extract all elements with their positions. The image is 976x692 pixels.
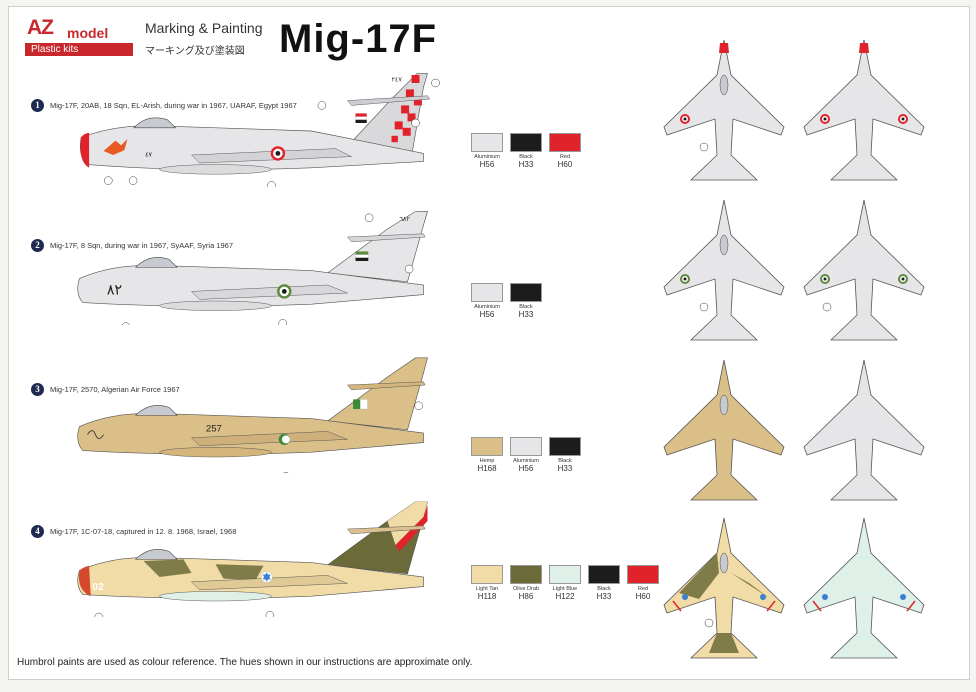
scheme-4-bottom-view — [803, 517, 925, 659]
scheme-3-side-view: 257 — [77, 357, 428, 473]
scheme-number-badge: 4 — [31, 525, 44, 538]
scheme-description: Mig-17F, 1C-07-18, captured in 12. 8. 19… — [50, 527, 237, 536]
instruction-sheet: AZ model Plastic kits Marking & Painting… — [8, 6, 970, 680]
paint-swatch: Aluminium H56 — [469, 283, 505, 319]
model-name: Mig-17F — [279, 17, 438, 61]
sheet-title: Marking & Painting — [145, 20, 263, 36]
scheme-2-paint-swatches: Aluminium H56 Black H33 — [469, 283, 547, 319]
tail-code: ٢٤٧ — [392, 76, 403, 83]
paint-swatch: Light Blue H122 — [547, 565, 583, 601]
paint-swatch: Hemp H168 — [469, 437, 505, 473]
scheme-2-bottom-view — [803, 199, 925, 341]
paint-swatch: Aluminium H56 — [508, 437, 544, 473]
logo-subtitle: Plastic kits — [25, 43, 133, 56]
scheme-description: Mig-17F, 2570, Algerian Air Force 1967 — [50, 385, 180, 394]
scheme-4-label: 4 Mig-17F, 1C-07-18, captured in 12. 8. … — [31, 525, 236, 538]
scheme-3-top-view — [663, 359, 785, 501]
paint-swatch: Light Tan H118 — [469, 565, 505, 601]
az-model-logo: AZ model Plastic kits — [23, 16, 137, 59]
scheme-3-bottom-view — [803, 359, 925, 501]
logo-az: AZ — [27, 16, 54, 39]
scheme-number-badge: 1 — [31, 99, 44, 112]
scheme-description: Mig-17F, 8 Sqn, during war in 1967, SyAA… — [50, 241, 234, 250]
red-checker-rudder — [391, 75, 422, 143]
tail-code: ٦٨٢ — [400, 216, 410, 223]
paint-swatch: Red H60 — [625, 565, 661, 601]
scheme-4-top-view — [663, 517, 785, 659]
scheme-3-label: 3 Mig-17F, 2570, Algerian Air Force 1967 — [31, 383, 180, 396]
scheme-4-side-view: 02 — [77, 501, 428, 617]
nose-code: 02 — [92, 582, 104, 593]
scheme-2-side-view: ٦٨٢ ٨٢ — [77, 211, 428, 325]
paint-swatch: Black H33 — [547, 437, 583, 473]
paint-swatch: Black H33 — [508, 133, 544, 169]
nose-code: ٤٧ — [145, 152, 152, 159]
scheme-1-bottom-view — [803, 39, 925, 181]
scheme-3-paint-swatches: Hemp H168 Aluminium H56 Black H33 — [469, 437, 586, 473]
scheme-2-top-view — [663, 199, 785, 341]
scheme-2-label: 2 Mig-17F, 8 Sqn, during war in 1967, Sy… — [31, 239, 233, 252]
paint-swatch: Black H33 — [508, 283, 544, 319]
paint-swatch: Red H60 — [547, 133, 583, 169]
scheme-4-paint-swatches: Light Tan H118 Olive Drab H86 Light Blue… — [469, 565, 664, 601]
scheme-1-top-view — [663, 39, 785, 181]
paint-swatch: Aluminium H56 — [469, 133, 505, 169]
nose-code: 257 — [206, 423, 222, 434]
scheme-1-paint-swatches: Aluminium H56 Black H33 Red H60 — [469, 133, 586, 169]
logo-model: model — [67, 25, 109, 41]
nose-code: ٨٢ — [107, 283, 122, 299]
scheme-1-label: 1 Mig-17F, 20AB, 18 Sqn, EL-Arish, durin… — [31, 99, 297, 112]
paint-swatch: Olive Drab H86 — [508, 565, 544, 601]
scheme-1-side-view: ٢٤٧ ٤٧ — [79, 73, 440, 187]
paint-reference-note: Humbrol paints are used as colour refere… — [17, 657, 473, 668]
scheme-number-badge: 3 — [31, 383, 44, 396]
scheme-description: Mig-17F, 20AB, 18 Sqn, EL-Arish, during … — [50, 101, 297, 110]
sheet-title-japanese: マーキング及び塗装図 — [145, 46, 245, 57]
paint-swatch: Black H33 — [586, 565, 622, 601]
scheme-number-badge: 2 — [31, 239, 44, 252]
